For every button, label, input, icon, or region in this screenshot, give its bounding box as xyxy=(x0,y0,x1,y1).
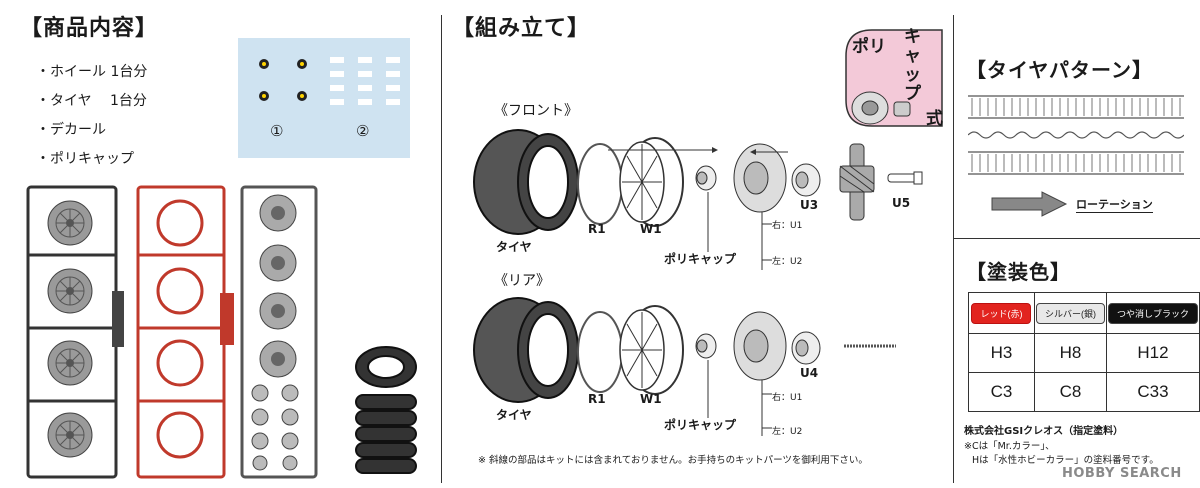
paint-row-h: H3 H8 H12 xyxy=(968,333,1200,373)
paint-cell: H12 xyxy=(1105,333,1200,373)
contents-item-decal: ・デカール xyxy=(36,122,106,138)
assembly-note: ※ 斜線の部品はキットには含まれておりません。お手持ちのキットパーツを御利用下さ… xyxy=(478,455,868,466)
front-w1-label: W1 xyxy=(640,222,662,236)
paint-header-row: レッド(赤) シルバー(銀) つや消しブラック xyxy=(968,292,1200,334)
front-left-label: 左：U2 xyxy=(772,257,803,267)
divider-left xyxy=(441,15,442,483)
decal-sheet: ① ② xyxy=(238,38,410,158)
front-wheel-w1 xyxy=(619,137,684,227)
rear-right-label: 右：U1 xyxy=(772,393,803,403)
front-rim-r1 xyxy=(577,143,623,225)
polycap-badge-text-1: ポリ xyxy=(852,37,886,57)
rims xyxy=(156,199,204,459)
paint-note-2: Hは「水性ホビーカラー」の塗料番号です。 xyxy=(972,455,1159,466)
paint-header-red: レッド(赤) xyxy=(968,292,1035,334)
front-assembly-drawing xyxy=(473,129,923,270)
contents-item-tire: ・タイヤ 1台分 xyxy=(36,93,147,109)
front-tire-label: タイヤ xyxy=(496,240,532,254)
paint-chip-black: つや消しブラック xyxy=(1107,303,1198,324)
wheel-runner-tag xyxy=(112,291,124,347)
paint-table: レッド(赤) シルバー(銀) つや消しブラック H3 H8 H12 C3 C8 … xyxy=(968,292,1200,412)
rear-u4 xyxy=(791,331,821,365)
decal-graphics xyxy=(259,57,400,105)
paint-chip-red: レッド(赤) xyxy=(971,303,1032,324)
watermark: HOBBY SEARCH xyxy=(1062,466,1182,481)
rear-label: 《リア》 xyxy=(494,273,550,289)
front-polycap-label: ポリキャップ xyxy=(664,252,737,266)
front-r1-label: R1 xyxy=(588,222,606,236)
front-polycap xyxy=(695,165,717,191)
paint-chip-silver: シルバー(銀) xyxy=(1035,303,1105,324)
decal-mark-2: ② xyxy=(356,122,370,140)
front-right-label: 右：U1 xyxy=(772,221,803,231)
front-u3 xyxy=(791,163,821,197)
paint-header-black: つや消しブラック xyxy=(1105,292,1200,334)
rim-runner-tag xyxy=(220,293,234,345)
contents-list: ・ホイール 1台分 ・タイヤ 1台分 ・デカール ・ポリキャップ xyxy=(36,58,147,174)
front-label: 《フロント》 xyxy=(494,103,578,119)
brake-discs xyxy=(259,194,297,378)
paint-header-silver: シルバー(銀) xyxy=(1033,292,1107,334)
rear-polycap xyxy=(695,333,717,359)
paint-cell: C8 xyxy=(1033,372,1107,412)
rotation-arrow-icon xyxy=(991,191,1068,217)
contents-item-wheel: ・ホイール 1台分 xyxy=(36,64,148,80)
paint-maker: 株式会社GSIクレオス（指定塗料） xyxy=(964,426,1124,437)
paint-cell: C3 xyxy=(968,372,1035,412)
assembly-title: 【組み立て】 xyxy=(452,16,591,41)
rotation-label: ローテーション xyxy=(1076,198,1153,213)
rear-u4-label: U4 xyxy=(800,366,819,380)
divider-right xyxy=(953,15,954,483)
rear-brake xyxy=(733,311,787,381)
tire-tread-pattern xyxy=(968,90,1184,180)
rear-rim-r1 xyxy=(577,311,623,393)
front-u3-label: U3 xyxy=(800,198,819,212)
polycap-badge-text-3: 式 xyxy=(926,109,943,129)
rear-wheel-w1 xyxy=(619,305,684,395)
paint-title: 【塗装色】 xyxy=(966,260,1071,284)
front-tire xyxy=(473,129,579,235)
decal-emblems xyxy=(259,59,307,101)
rear-assembly-drawing xyxy=(473,297,896,436)
brake-runner xyxy=(240,185,318,479)
paint-cell: H8 xyxy=(1033,333,1107,373)
contents-item-polycap: ・ポリキャップ xyxy=(36,151,134,167)
decal-mark-1: ① xyxy=(270,122,284,140)
rear-tire xyxy=(473,297,579,403)
polycap-badge: ポリ キャップ 式 xyxy=(838,22,948,134)
paint-cell: H3 xyxy=(968,333,1035,373)
polycap-badge-art xyxy=(845,29,943,127)
paint-note-1: ※Cは「Mr.カラー」、 xyxy=(964,441,1055,452)
divider-paint xyxy=(954,238,1200,239)
tire-stack xyxy=(355,346,417,474)
rear-r1-label: R1 xyxy=(588,392,606,406)
parts-runners xyxy=(26,185,417,479)
rear-tire-label: タイヤ xyxy=(496,408,532,422)
paint-row-c: C3 C8 C33 xyxy=(968,372,1200,412)
paint-cell: C33 xyxy=(1105,372,1200,412)
contents-title: 【商品内容】 xyxy=(20,16,159,41)
front-upright xyxy=(839,143,875,221)
front-brake xyxy=(733,143,787,213)
tire-pattern-title: 【タイヤパターン】 xyxy=(966,58,1153,82)
rear-left-label: 左：U2 xyxy=(772,427,803,437)
rear-polycap-label: ポリキャップ xyxy=(664,418,737,432)
decal-white-marks xyxy=(330,57,400,105)
front-u5 xyxy=(887,171,923,185)
front-u5-label: U5 xyxy=(892,196,911,210)
small-parts xyxy=(251,384,299,471)
polycap-badge-text-2: キャップ xyxy=(904,27,921,104)
rear-w1-label: W1 xyxy=(640,392,662,406)
